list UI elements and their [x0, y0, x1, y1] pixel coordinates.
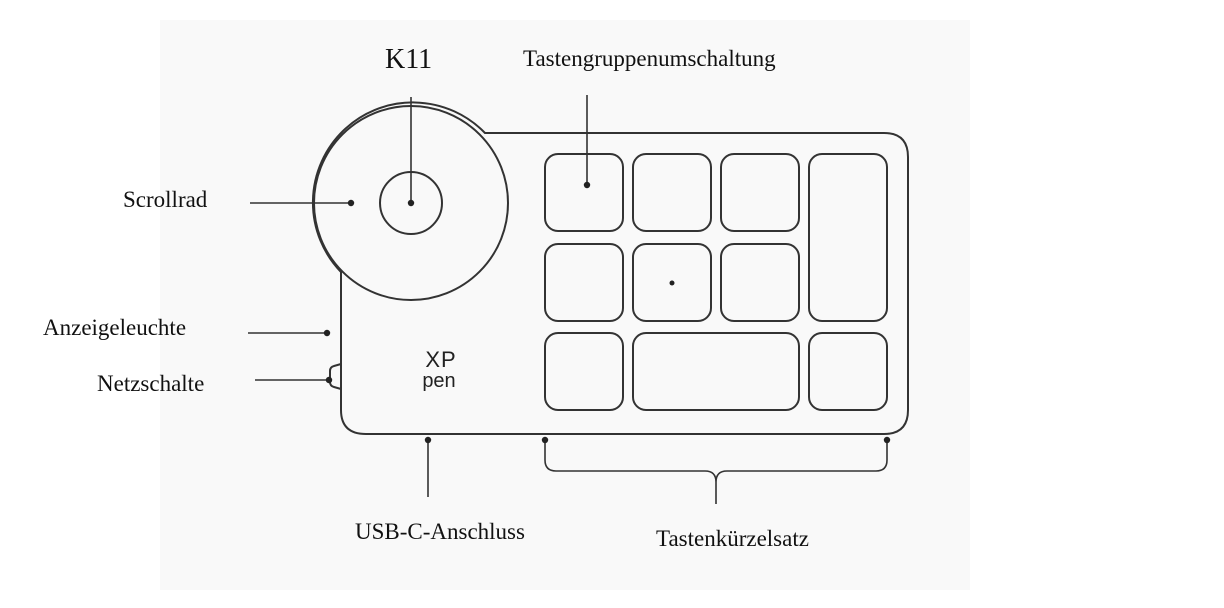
logo-line1: XP: [425, 347, 456, 372]
dot-shortcut-left: [541, 436, 549, 444]
dot-power-switch: [325, 376, 333, 384]
logo-line2: pen: [422, 370, 455, 392]
shortcut-keys-label: Tastenkürzelsatz: [656, 526, 809, 551]
usb-port-label: USB-C-Anschluss: [355, 519, 525, 544]
device-body-outline: [311, 101, 909, 435]
shortcut-key: [544, 332, 624, 411]
dot-indicator-light: [323, 329, 331, 337]
shortcut-key-wide: [632, 332, 800, 411]
key-group-switch-key: [544, 153, 624, 232]
shortcut-keys-bracket: [544, 440, 888, 504]
shortcut-key: [544, 243, 624, 322]
dot-key-group-switch: [583, 181, 591, 189]
device-name-label: K11: [385, 44, 433, 75]
shortcut-key-center: [632, 243, 712, 322]
dot-k11: [407, 199, 415, 207]
shortcut-key: [720, 153, 800, 232]
shortcut-key: [808, 332, 888, 411]
indicator-light-label: Anzeigeleuchte: [43, 315, 187, 340]
diagram-background: [160, 20, 970, 590]
key-group-switch-label: Tastengruppenumschaltung: [523, 46, 776, 71]
dot-shortcut-right: [883, 436, 891, 444]
shortcut-key: [632, 153, 712, 232]
power-switch-shape: [329, 363, 342, 390]
xppen-logo: XP pen: [422, 347, 456, 392]
dot-scroll-wheel: [347, 199, 355, 207]
dot-usb-port: [424, 436, 432, 444]
scroll-wheel-label: Scrollrad: [123, 187, 208, 212]
dot-center-key: [669, 280, 675, 286]
shortcut-key: [720, 243, 800, 322]
shortcut-key-tall: [808, 153, 888, 322]
power-switch-label: Netzschalte: [97, 371, 205, 396]
